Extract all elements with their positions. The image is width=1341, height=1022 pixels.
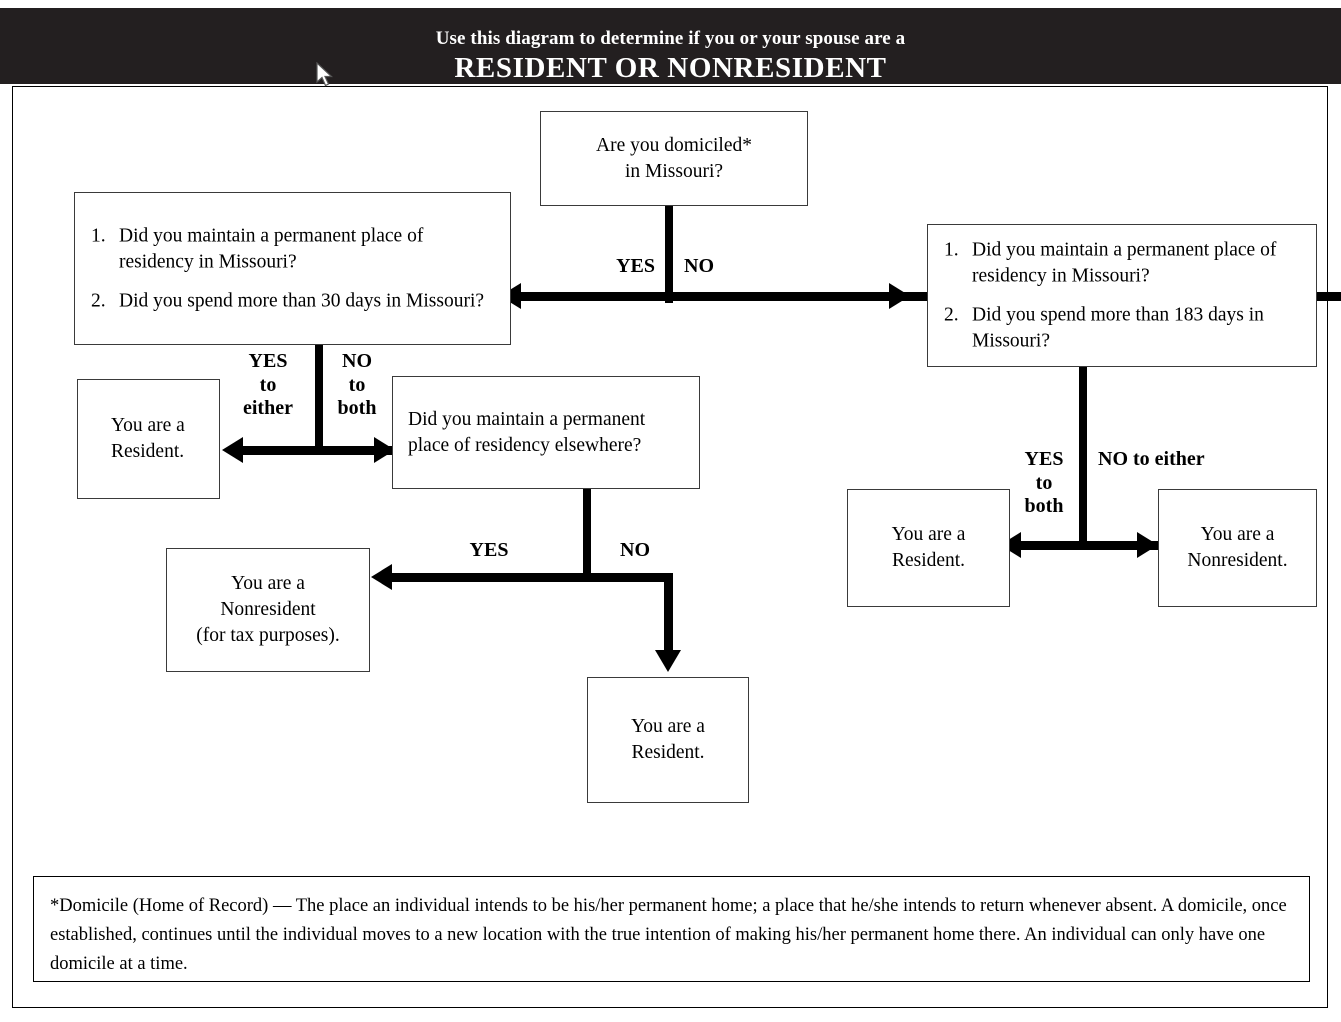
right-item1-number: 1.: [944, 238, 959, 260]
right-resident-line2: Resident.: [891, 550, 966, 571]
connector-elsewhere-stem: [583, 489, 591, 577]
connector-domiciled-stem: [665, 205, 673, 303]
connector-elsewhere-yes-bar: [392, 573, 591, 582]
node-right-nonresident[interactable]: You are a Nonresident.: [1158, 489, 1317, 607]
nonresident-tax-line1: You are a: [231, 572, 305, 594]
header-subtitle: Use this diagram to determine if you or …: [435, 28, 906, 49]
page-title: RESIDENT OR NONRESIDENT: [454, 52, 887, 84]
right-nonresident-line1: You are a: [1200, 523, 1275, 545]
edge-label-mid-yes: YES: [469, 539, 509, 561]
edge-label-right-yes: YES to both: [1024, 448, 1064, 518]
footnote-domicile-definition: *Domicile (Home of Record) — The place a…: [33, 876, 1310, 982]
elsewhere-line2: place of residency elsewhere?: [408, 434, 642, 456]
left-item2-number: 2.: [91, 290, 106, 312]
arrowhead-elsewhere-yes: [371, 564, 392, 590]
arrowhead-elsewhere-no: [655, 650, 681, 672]
arrowhead-left-yes: [222, 437, 243, 463]
node-domiciled-line1: Are you domiciled*: [596, 134, 752, 156]
node-bottom-resident[interactable]: You are a Resident.: [587, 677, 749, 803]
list-item: 1. Did you maintain a permanent place of…: [938, 237, 1306, 289]
right-question-list: 1. Did you maintain a permanent place of…: [938, 237, 1306, 355]
edge-label-top-no: NO: [684, 255, 714, 277]
left-item2-text: Did you spend more than 30 days in Misso…: [119, 290, 485, 312]
right-item1-text: Did you maintain a permanent place of re…: [972, 238, 1277, 286]
nonresident-tax-line2: Nonresident: [220, 598, 316, 620]
node-right-resident[interactable]: You are a Resident.: [847, 489, 1010, 607]
edge-label-mid-no: NO: [620, 539, 650, 561]
node-residency-elsewhere[interactable]: Did you maintain a permanent place of re…: [392, 376, 700, 489]
connector-elsewhere-no-stem: [664, 573, 673, 652]
left-item1-text: Did you maintain a permanent place of re…: [119, 224, 424, 272]
connector-right-stem: [1079, 366, 1087, 546]
node-nonresident-tax-purposes[interactable]: You are a Nonresident (for tax purposes)…: [166, 548, 370, 672]
left-resident-line2: Resident.: [111, 441, 185, 462]
bottom-resident-line1: You are a: [631, 715, 705, 737]
node-left-question[interactable]: 1. Did you maintain a permanent place of…: [74, 192, 511, 345]
header-banner: Use this diagram to determine if you or …: [0, 8, 1341, 84]
right-item2-number: 2.: [944, 304, 959, 325]
edge-label-top-yes: YES: [616, 255, 655, 277]
node-domiciled-line2: in Missouri?: [624, 160, 724, 182]
left-item1-number: 1.: [91, 224, 106, 246]
arrowhead-left-no: [374, 437, 395, 463]
connector-left-bar: [243, 446, 395, 455]
nonresident-tax-line3: (for tax purposes).: [196, 625, 340, 647]
arrowhead-right-no: [1137, 532, 1158, 558]
list-item: 2. Did you spend more than 30 days in Mi…: [85, 288, 500, 314]
right-nonresident-line2: Nonresident.: [1187, 550, 1288, 571]
connector-right-bar: [1021, 541, 1158, 550]
edge-label-left-no: NO to both: [337, 350, 377, 420]
arrowhead-domiciled-no: [889, 283, 910, 309]
edge-label-right-no: NO to either: [1098, 448, 1205, 470]
left-resident-line1: You are a: [111, 414, 185, 436]
list-item: 2. Did you spend more than 183 days in M…: [938, 302, 1306, 354]
connector-elsewhere-no-bar: [583, 573, 673, 582]
edge-label-left-yes: YES to either: [243, 350, 293, 420]
list-item: 1. Did you maintain a permanent place of…: [85, 223, 500, 275]
connector-left-stem: [315, 344, 323, 446]
right-resident-line1: You are a: [891, 523, 966, 545]
right-item2-text: Did you spend more than 183 days in Miss…: [972, 304, 1264, 352]
node-left-resident[interactable]: You are a Resident.: [77, 379, 220, 499]
bottom-resident-line2: Resident.: [631, 742, 705, 763]
elsewhere-line1: Did you maintain a permanent: [408, 408, 646, 430]
node-right-question[interactable]: 1. Did you maintain a permanent place of…: [927, 224, 1317, 367]
node-are-you-domiciled[interactable]: Are you domiciled* in Missouri?: [540, 111, 808, 206]
left-question-list: 1. Did you maintain a permanent place of…: [85, 223, 500, 314]
